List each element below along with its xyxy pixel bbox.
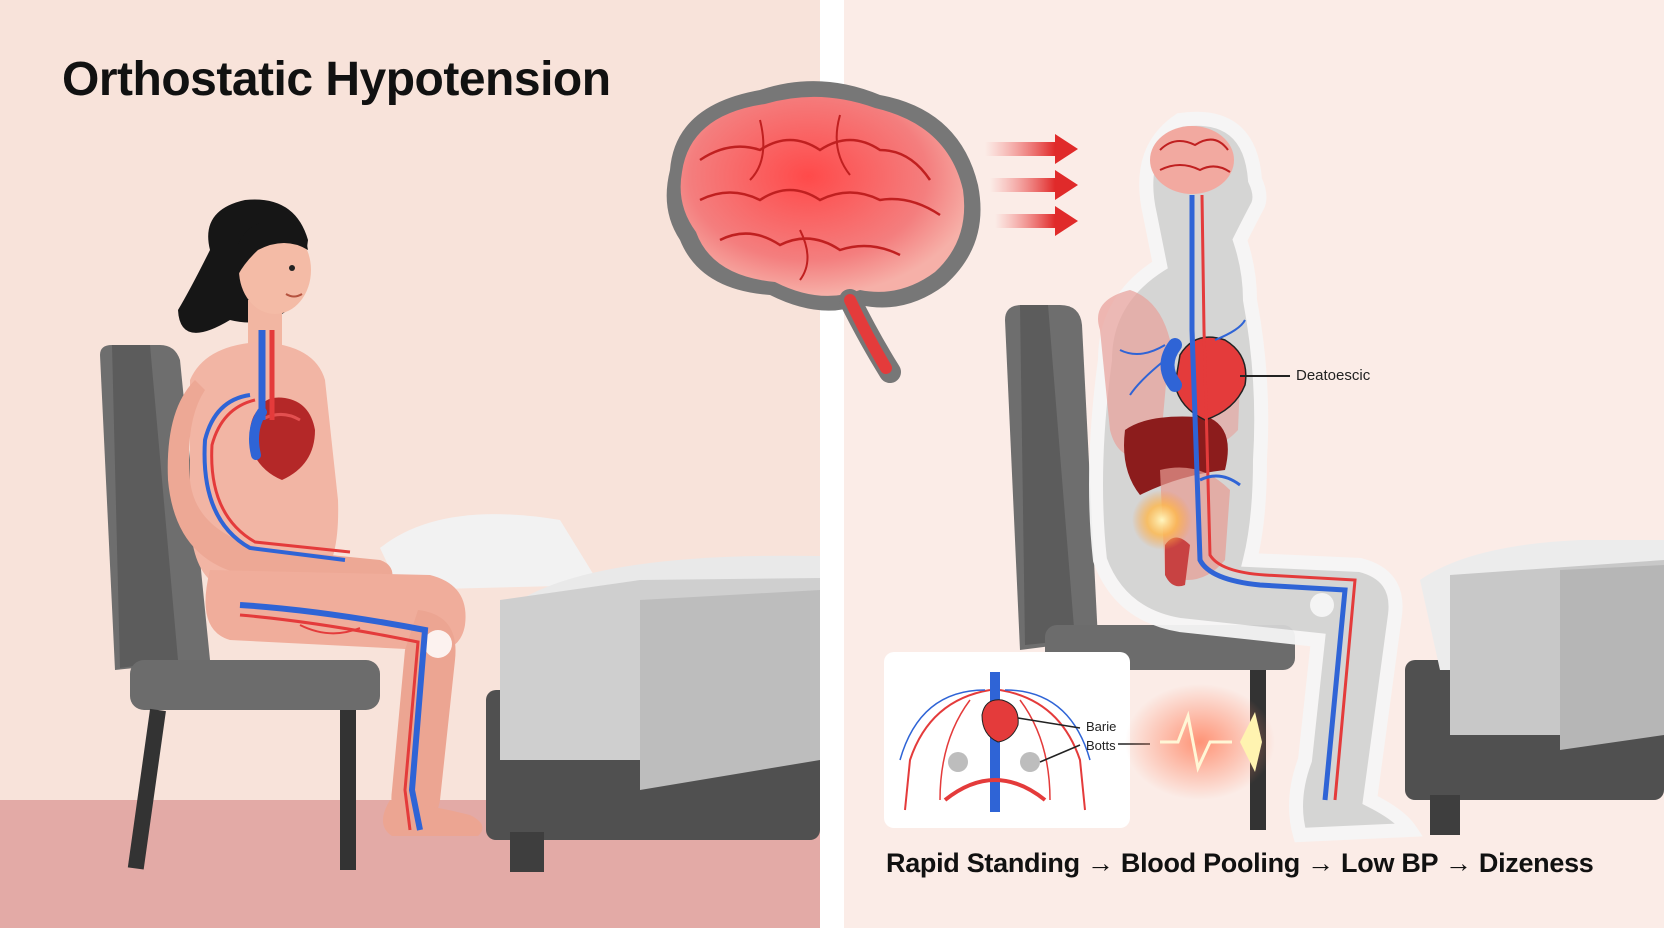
seated-woman: [167, 199, 483, 836]
left-bed: [380, 514, 820, 872]
page-title: Orthostatic Hypotension: [62, 53, 611, 106]
translucent-body: [1089, 111, 1423, 843]
red-arrows: [985, 134, 1078, 236]
pulse-glow: [1125, 684, 1275, 800]
brain-graphic: [666, 81, 981, 383]
heart-callout-label: Deatoescic: [1296, 367, 1371, 384]
baroreceptor-inset: [884, 652, 1150, 828]
inset-label-bottom: Botts: [1086, 738, 1116, 753]
right-bed: [1405, 540, 1664, 835]
process-caption: Rapid Standing → Blood Pooling → Low BP …: [886, 848, 1594, 878]
inset-label-top: Barie: [1086, 719, 1117, 734]
